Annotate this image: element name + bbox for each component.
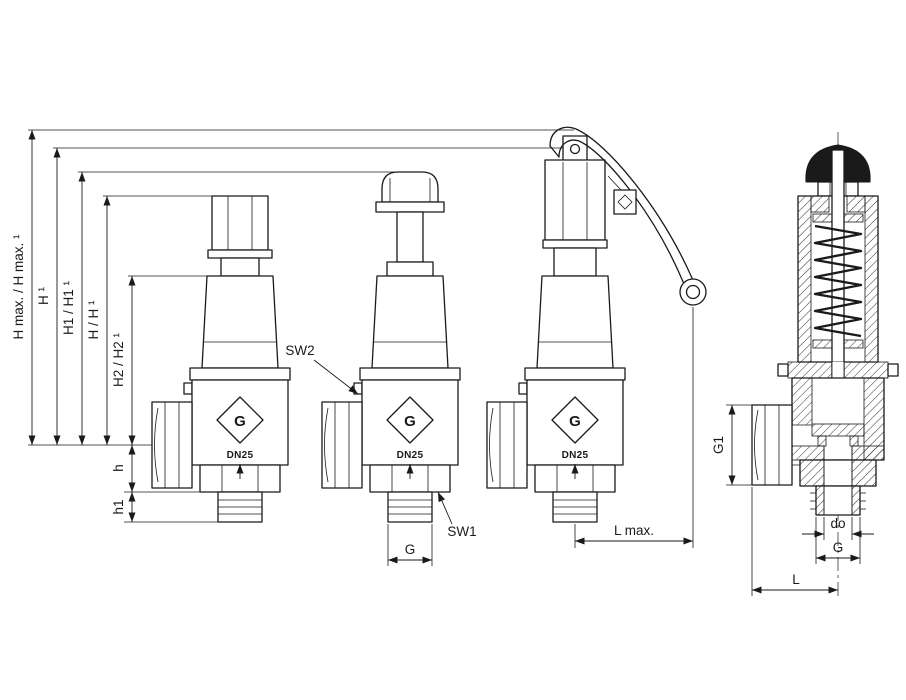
dim-label-l: L xyxy=(792,572,800,587)
brand-logo-diamond xyxy=(386,396,434,444)
brand-logo-g-icon: G xyxy=(234,413,246,430)
dimension-do: do xyxy=(802,516,874,540)
dim-label-h-pair: H / H ¹ xyxy=(86,300,101,340)
dim-label-h1-pair: H1 / H1 ¹ xyxy=(61,280,76,335)
dim-label-h-max: H max. / H max. ¹ xyxy=(11,234,26,340)
dimension-g1: G1 xyxy=(711,404,752,486)
left-dimension-set: H max. / H max. ¹ H ¹ H1 / H1 ¹ H / H ¹ … xyxy=(11,129,574,523)
dim-label-h1-lower: h1 xyxy=(111,499,126,514)
dim-label-g-section: G xyxy=(833,540,844,555)
valve-section-view xyxy=(751,132,899,598)
dimension-l-max: L max. xyxy=(574,307,694,548)
brand-logo-diamond xyxy=(216,396,264,444)
brand-logo-g-icon: G xyxy=(569,413,581,430)
dn-marking-valve2: DN25 xyxy=(397,450,424,461)
dim-label-do: do xyxy=(830,516,845,531)
section-valve-disc xyxy=(811,423,865,437)
callout-sw2: SW2 xyxy=(285,343,359,395)
lifting-lever xyxy=(549,126,707,306)
valve-front-view-lever: G DN25 xyxy=(486,126,707,523)
callout-label-sw1: SW1 xyxy=(447,524,476,539)
valve-front-view-knob: G DN25 xyxy=(321,171,461,523)
dim-label-g-valve2: G xyxy=(405,542,416,557)
brand-logo-g-icon: G xyxy=(404,413,416,430)
dim-label-h-lower: h xyxy=(111,464,126,472)
seal-tag xyxy=(607,175,637,215)
dn-marking-valve1: DN25 xyxy=(227,450,254,461)
callout-sw1: SW1 xyxy=(437,491,477,539)
dimension-l: L xyxy=(751,487,838,596)
dim-label-h-sup1: H ¹ xyxy=(36,287,51,306)
dim-label-l-max: L max. xyxy=(614,523,654,538)
dim-label-h2-pair: H2 / H2 ¹ xyxy=(111,332,126,387)
dimension-g-valve2: G xyxy=(387,524,433,566)
section-spring xyxy=(813,224,863,338)
valve-front-view-closed-cap: G DN25 xyxy=(151,195,291,523)
brand-logo-diamond xyxy=(551,396,599,444)
dimension-g-section: G xyxy=(815,517,861,564)
dim-label-g1: G1 xyxy=(711,436,726,454)
dn-marking-valve3: DN25 xyxy=(562,450,589,461)
callout-label-sw2: SW2 xyxy=(285,343,314,358)
